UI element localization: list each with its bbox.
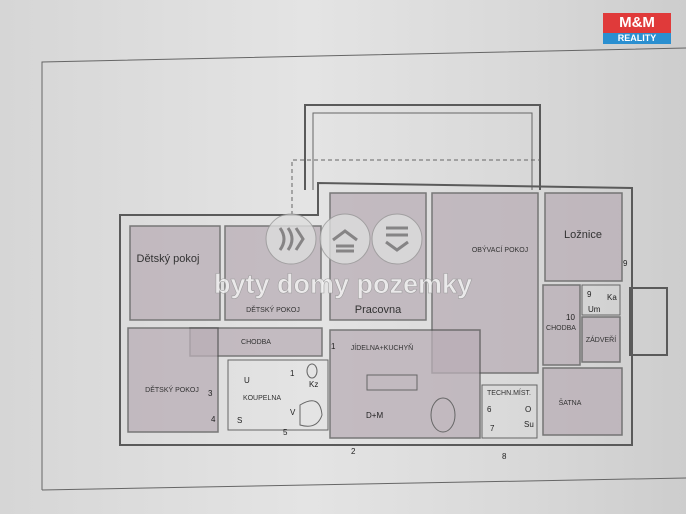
room-bathroom xyxy=(227,359,329,431)
label-dining-kitchen: JÍDELNA+KUCHYŇ xyxy=(351,343,413,352)
terrace-inner xyxy=(312,112,533,190)
marker-1b: 1 xyxy=(290,369,295,378)
room-hall-right xyxy=(542,284,581,366)
roof-dashed-line xyxy=(291,159,540,215)
label-hall-right: CHODBA xyxy=(546,325,576,332)
marker-9: 9 xyxy=(623,259,628,268)
marker-5: 5 xyxy=(283,428,288,437)
logo-sub: REALITY xyxy=(603,33,671,44)
code-kz: Kz xyxy=(309,380,318,389)
room-bedroom xyxy=(544,192,623,282)
marker-1: 1 xyxy=(331,342,336,351)
logo-brand: M&M xyxy=(603,13,671,33)
label-study: Pracovna xyxy=(355,304,402,316)
code-dm: D+M xyxy=(366,411,383,420)
room-vestibule xyxy=(581,316,621,363)
label-kids-room-3: DĚTSKÝ POKOJ xyxy=(145,385,199,394)
paper-frame xyxy=(41,47,686,490)
label-living-room: OBÝVACÍ POKOJ xyxy=(472,245,528,254)
terrace-outline xyxy=(304,104,541,190)
marker-10: 10 xyxy=(566,313,575,322)
label-vestibule: ZÁDVEŘÍ xyxy=(586,335,616,344)
marker-7: 7 xyxy=(490,424,495,433)
watermark-text: byty domy pozemky xyxy=(214,269,472,299)
marker-8: 8 xyxy=(502,452,507,461)
code-v: V xyxy=(290,408,296,417)
label-technical: TECHN.MÍST. xyxy=(487,388,531,397)
label-bedroom: Ložnice xyxy=(564,229,602,241)
label-kids-room-2: DĚTSKÝ POKOJ xyxy=(246,305,300,314)
code-um: Um xyxy=(588,305,601,314)
label-kids-room-1: Dětský pokoj xyxy=(137,253,200,265)
bathtub xyxy=(299,400,323,427)
watermark-logo-icon xyxy=(265,213,423,265)
marker-3: 3 xyxy=(208,389,213,398)
paper-frame-bottom xyxy=(41,477,686,491)
label-wardrobe: ŠATNA xyxy=(559,398,582,407)
toilet xyxy=(306,363,318,379)
marker-4: 4 xyxy=(211,415,216,424)
marker-9b: 9 xyxy=(587,290,592,299)
label-bathroom: KOUPELNA xyxy=(243,395,281,402)
code-ka: Ka xyxy=(607,293,617,302)
code-o: O xyxy=(525,405,531,414)
mm-reality-logo: M&M REALITY xyxy=(603,13,671,45)
dining-table xyxy=(430,397,456,433)
room-wardrobe xyxy=(542,367,623,436)
code-su: Su xyxy=(524,420,534,429)
marker-2: 2 xyxy=(351,447,356,456)
marker-6: 6 xyxy=(487,405,492,414)
kitchen-island xyxy=(366,374,418,391)
code-s: S xyxy=(237,416,242,425)
label-hall-left: CHODBA xyxy=(241,339,271,346)
code-u: U xyxy=(244,376,250,385)
room-technical xyxy=(481,384,538,439)
room-wc xyxy=(581,284,621,316)
entry-porch xyxy=(629,287,668,356)
room-kids-1 xyxy=(129,225,221,321)
outer-walls xyxy=(119,181,633,446)
room-kids-3 xyxy=(127,327,219,433)
